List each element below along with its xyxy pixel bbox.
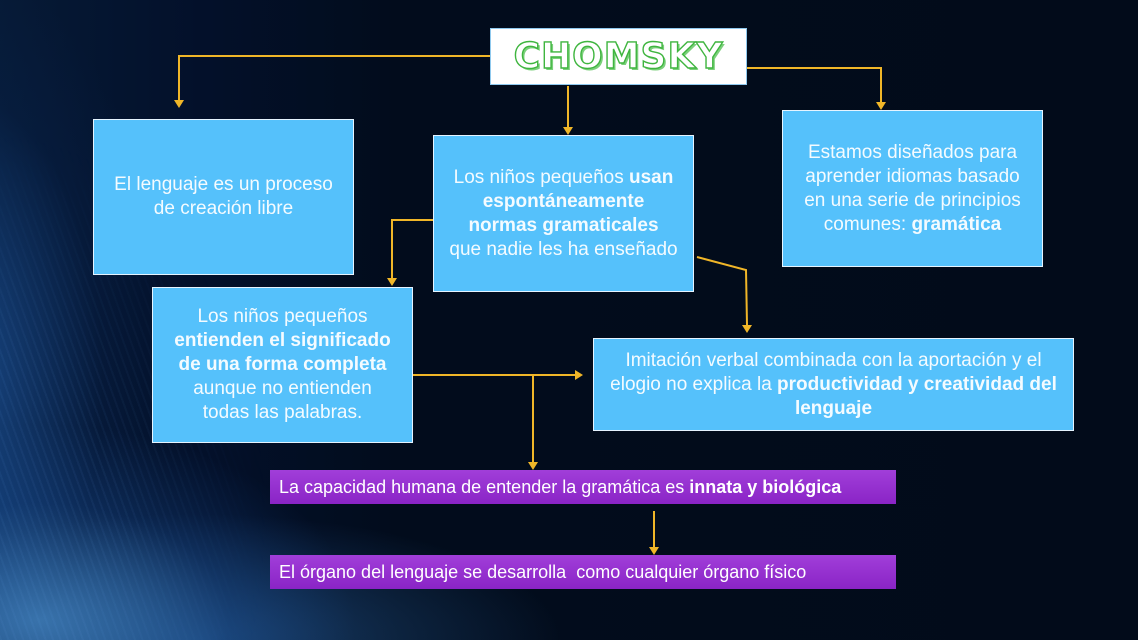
node-spontaneous-text-bold: usan: [629, 166, 674, 188]
node-designed-for-grammar: Estamos diseñados para aprender idiomas …: [782, 110, 1043, 267]
node-understand-meaning: Los niños pequeños entienden el signific…: [152, 287, 413, 443]
node-imitation: Imitación verbal combinada con la aporta…: [593, 338, 1074, 431]
node-imitation-text-bold: productividad y creatividad del lenguaje: [777, 373, 1057, 419]
node-spontaneous-end: que nadie les ha enseñado: [449, 238, 678, 260]
node-designed-text-bold: gramática: [911, 213, 1002, 235]
node-free-creation-text: El lenguaje es un proceso de creación li…: [114, 174, 333, 219]
connector-title-left: [178, 55, 490, 100]
node-spontaneous-text-normal: Los niños pequeños: [453, 166, 629, 188]
node-language-organ: El órgano del lenguaje se desarrolla com…: [270, 555, 896, 589]
node-innate-biological: La capacidad humana de entender la gramá…: [270, 470, 896, 504]
node-designed-text-normal: Estamos diseñados para aprender idiomas …: [804, 141, 1021, 235]
node-free-creation: El lenguaje es un proceso de creación li…: [93, 119, 354, 275]
node-innate-text-normal: La capacidad humana de entender la gramá…: [279, 477, 690, 497]
node-spontaneous-bold-middle: espontáneamente normas gramaticales: [468, 190, 659, 236]
node-understand-end: aunque no entienden todas las palabras.: [193, 378, 372, 423]
node-organ-text: El órgano del lenguaje se desarrolla com…: [279, 562, 807, 582]
node-spontaneous-grammar: Los niños pequeños usan espontáneamente …: [433, 135, 694, 292]
node-designed-text: Estamos diseñados para aprender idiomas …: [793, 141, 1033, 237]
node-imitation-text: Imitación verbal combinada con la aporta…: [602, 349, 1065, 421]
node-imitation-text-normal: Imitación verbal combinada con la aporta…: [610, 349, 1042, 395]
node-understand-bold: entienden el significado de una forma co…: [174, 330, 391, 375]
node-spontaneous-line1: Los niños pequeños usan: [454, 166, 674, 190]
node-innate-text-bold: innata y biológica: [689, 477, 842, 497]
title-box: CHOMSKY: [490, 28, 747, 85]
node-understand-start: Los niños pequeños: [197, 306, 368, 327]
connector-center-middle-left: [391, 219, 433, 278]
diagram-title: CHOMSKY: [513, 35, 724, 77]
connector-title-right: [747, 67, 882, 102]
connector-center-middle-right: [696, 256, 748, 326]
